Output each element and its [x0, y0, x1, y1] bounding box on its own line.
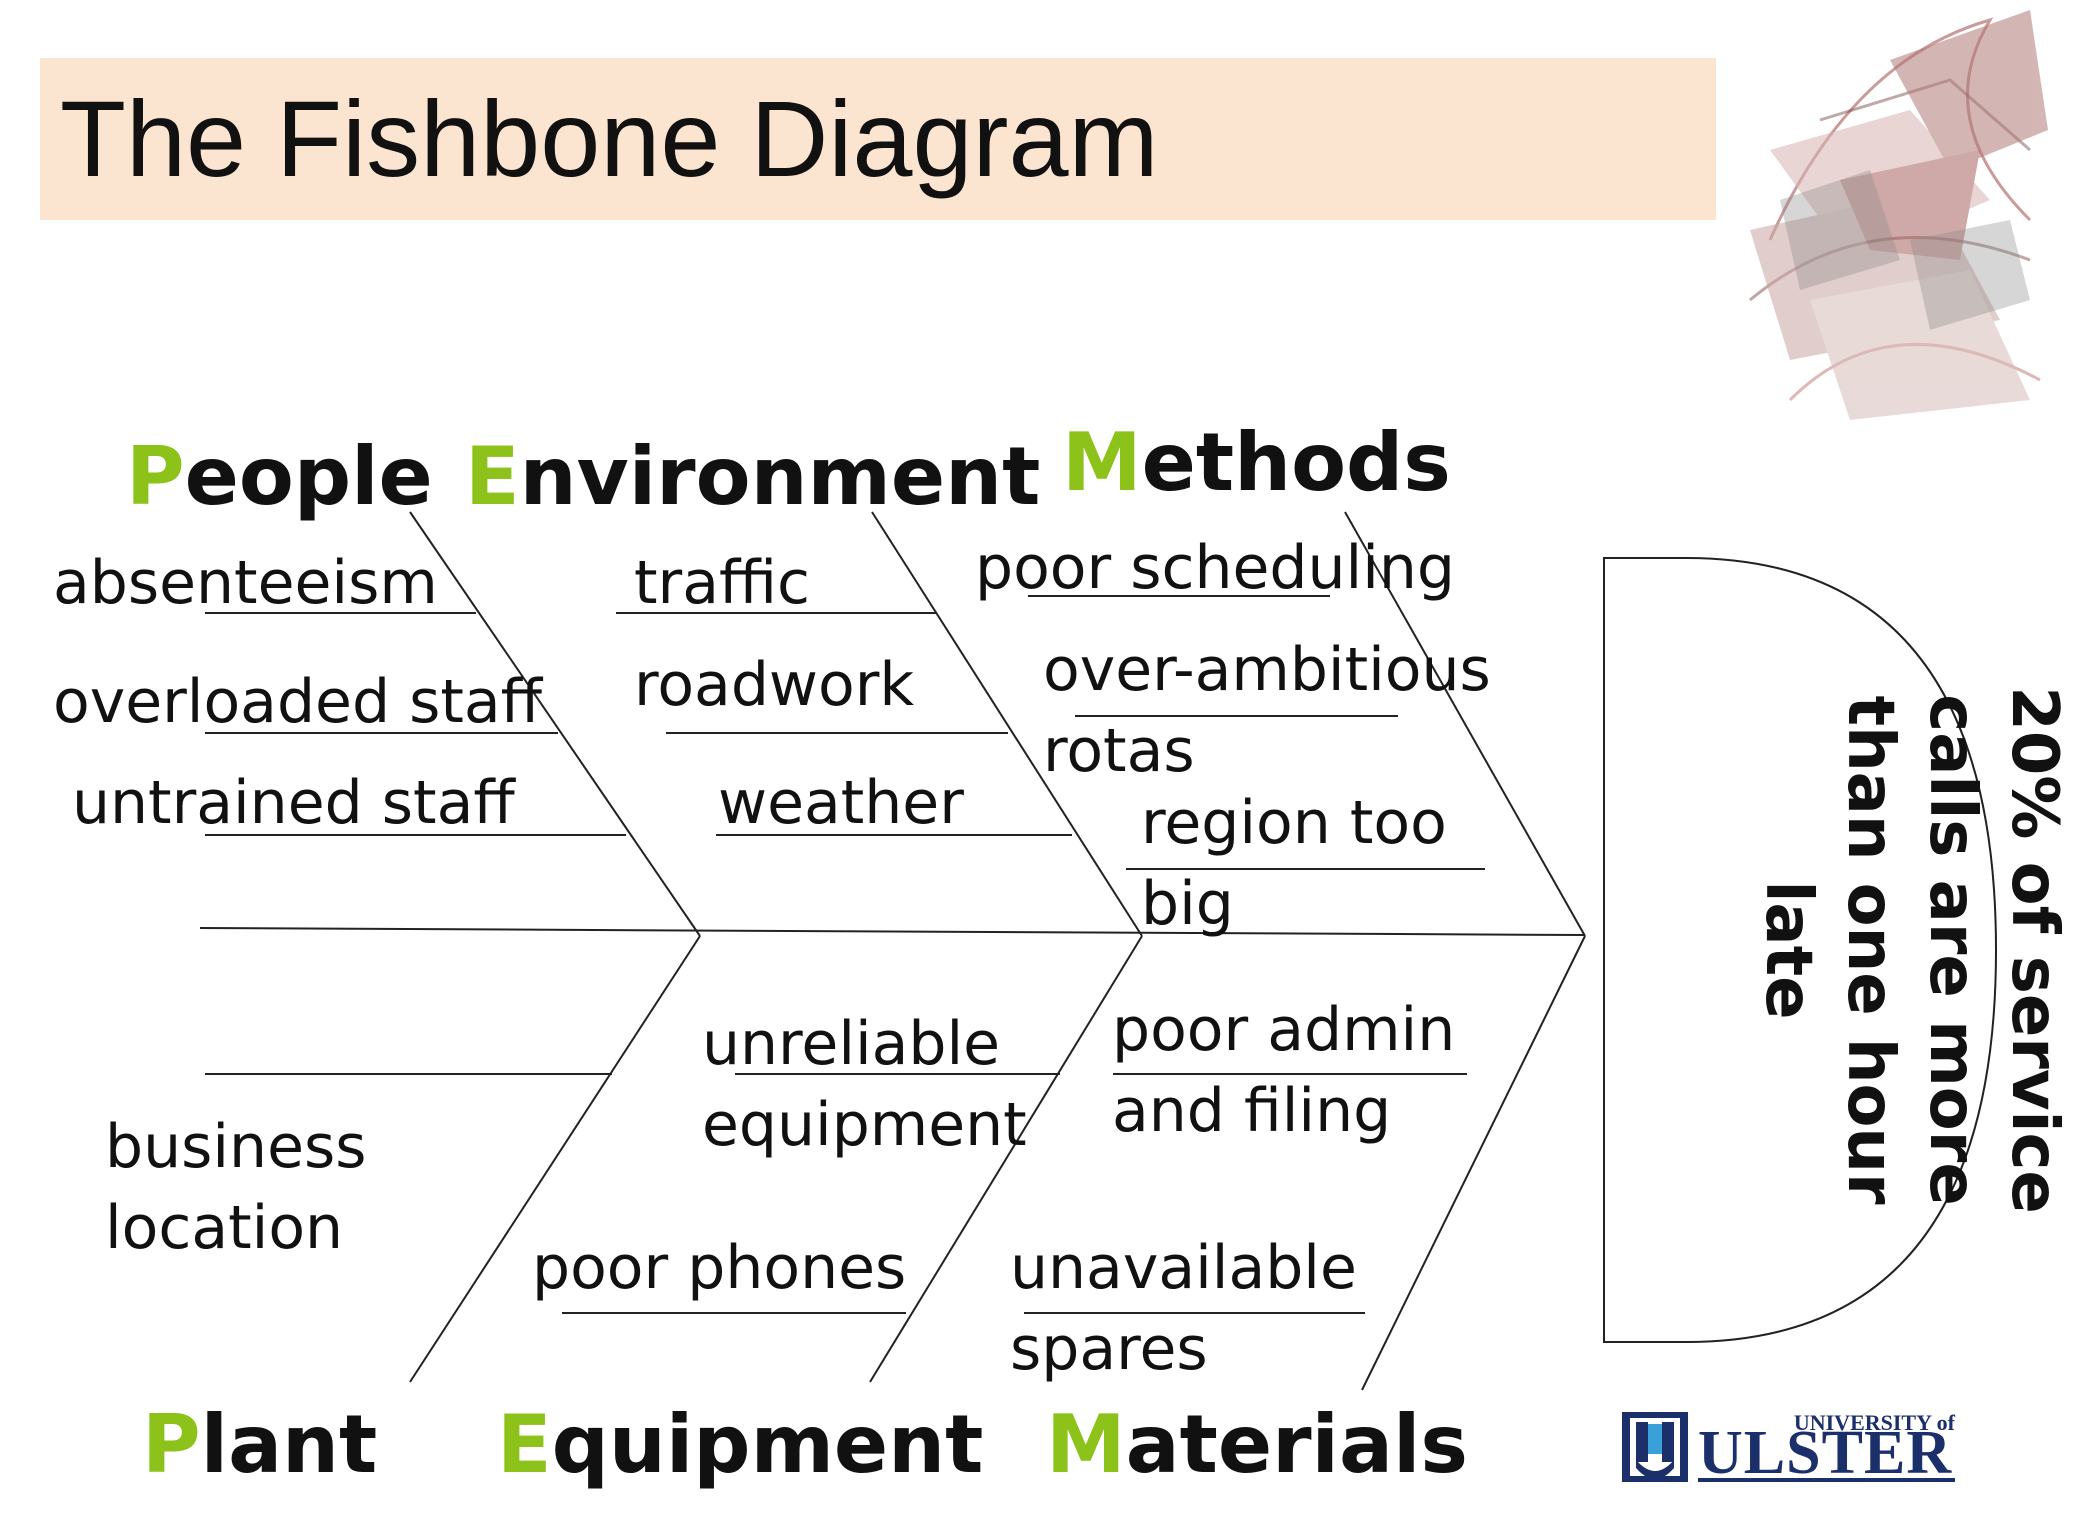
cause-poor-phones: poor phones [532, 1233, 907, 1303]
category-initial: M [1046, 1398, 1126, 1491]
cause-weather: weather [718, 768, 964, 838]
category-rest: ethods [1141, 416, 1451, 509]
bone-people [409, 511, 701, 937]
category-rest: quipment [551, 1398, 984, 1491]
logo-text-big: ULSTER [1698, 1419, 1953, 1487]
cause-business-location: business location [105, 1112, 367, 1263]
university-logo: UNIVERSITY of ULSTER [1620, 1410, 1955, 1484]
cause-over-ambitious-rotas: over-ambitious rotas [1043, 635, 1491, 786]
decorative-artwork [1749, 10, 2048, 420]
effect-line: late [1751, 880, 1826, 1020]
bone-equipment [869, 935, 1143, 1383]
effect-box [1603, 557, 1998, 1343]
category-rest: eople [184, 430, 433, 523]
category-initial: P [126, 430, 185, 523]
cause-absenteeism: absenteeism [53, 548, 438, 618]
cause-poor-admin-and-filing: poor admin and filing [1112, 995, 1456, 1146]
category-environment: Environment [465, 437, 1040, 517]
logo-shield-icon [1622, 1412, 1688, 1482]
cause-traffic: traffic [634, 548, 810, 618]
cause-unreliable-equipment: unreliable equipment [702, 1009, 1027, 1160]
category-people: People [126, 437, 433, 517]
cause-poor-scheduling: poor scheduling [975, 533, 1455, 603]
cause-unavailable-spares: unavailable spares [1010, 1233, 1357, 1384]
bone-plant [409, 935, 701, 1383]
effect-statement: 20% of service calls are more than one h… [1746, 550, 2074, 1350]
logo-text-small: UNIVERSITY of [1793, 1410, 1955, 1435]
page-title: The Fishbone Diagram [60, 78, 1159, 199]
effect-line: 20% of service [1996, 686, 2071, 1214]
cause-untrained-staff: untrained staff [72, 768, 515, 838]
title-banner [40, 58, 1716, 220]
bone-methods [1344, 511, 1586, 937]
category-rest: lant [200, 1398, 378, 1491]
spine [199, 927, 1586, 936]
category-initial: P [142, 1398, 201, 1491]
cause-region-too-big: region too big [1141, 788, 1447, 939]
category-materials: Materials [1046, 1405, 1468, 1485]
category-initial: M [1062, 416, 1142, 509]
category-plant: Plant [142, 1405, 377, 1485]
cause-overloaded-staff: overloaded staff [53, 667, 542, 737]
effect-line: calls are more [1914, 694, 1989, 1206]
effect-line: than one hour [1833, 695, 1907, 1205]
category-methods: Methods [1062, 423, 1451, 503]
category-rest: nvironment [519, 430, 1041, 523]
category-initial: E [465, 430, 520, 523]
category-equipment: Equipment [497, 1405, 983, 1485]
category-initial: E [497, 1398, 552, 1491]
category-rest: aterials [1125, 1398, 1468, 1491]
bone-materials [1361, 935, 1586, 1391]
logo-underline [1698, 1478, 1955, 1482]
cause-roadwork: roadwork [634, 650, 915, 720]
bone-environment [871, 511, 1143, 937]
